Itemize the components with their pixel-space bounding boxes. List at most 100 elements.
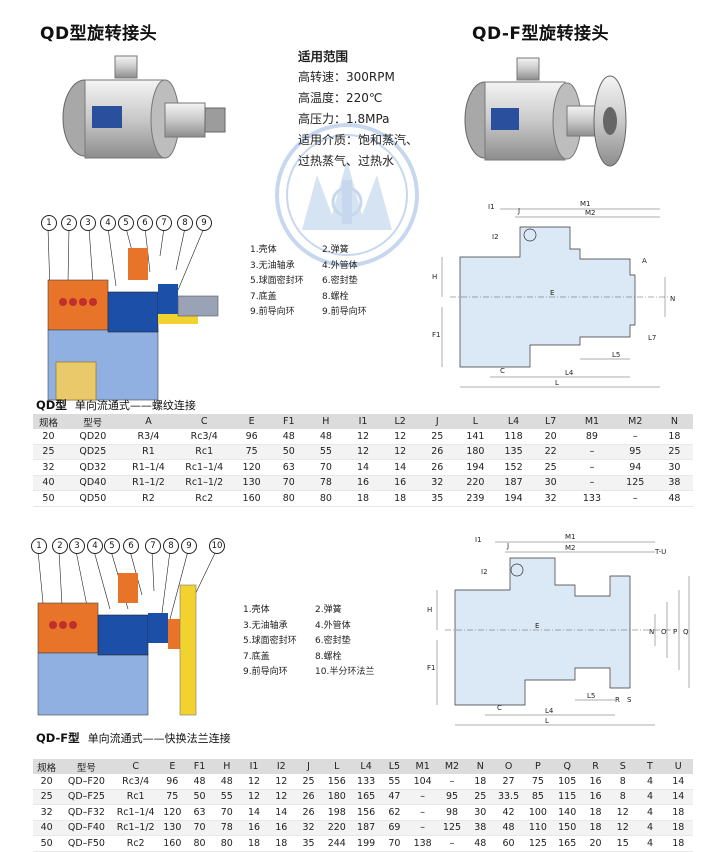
table-cell: 180 [322, 789, 352, 805]
table-cell: – [408, 789, 438, 805]
column-header: L [322, 759, 352, 774]
dim-i2: I2 [481, 568, 488, 576]
table-cell: 180 [455, 444, 495, 460]
qd-cutaway-drawing: 1 2 3 4 5 6 7 8 9 [38, 212, 228, 402]
table-cell: 25 [466, 789, 494, 805]
table-cell: 26 [294, 804, 323, 821]
table-cell: QD32 [63, 459, 122, 476]
table-cell: 120 [233, 459, 271, 476]
table-cell: 25 [33, 444, 64, 460]
table-cell: 133 [351, 774, 381, 790]
spec-heading: 适用范围 [298, 49, 349, 64]
legend-item: 8.螺栓 [315, 651, 342, 662]
legend-item: 1.壳体 [243, 605, 270, 615]
table-cell: 8 [609, 774, 637, 790]
table-cell: 70 [270, 475, 308, 491]
table-cell: 105 [552, 774, 582, 790]
table-cell: 33.5 [493, 789, 524, 805]
table-cell: 12 [344, 444, 382, 460]
table-cell: 125 [437, 820, 467, 836]
qd-cutaway-svg [47, 227, 219, 401]
dim-l5: L5 [587, 692, 595, 700]
table-cell: Rc1 [112, 789, 159, 805]
table-cell: QD25 [63, 444, 122, 460]
table-cell: 94 [614, 459, 656, 476]
table-cell: – [569, 444, 615, 460]
column-header: U [663, 759, 693, 774]
table-cell: 55 [380, 774, 408, 790]
table-cell: 20 [33, 429, 64, 445]
table-cell: 140 [552, 804, 582, 821]
legend-item: 9.前导向环 [250, 307, 295, 317]
legend-item: 7.底盖 [250, 291, 277, 302]
table-cell: 22 [532, 444, 570, 460]
table-cell: 220 [455, 475, 495, 491]
dim-i1: I1 [475, 536, 482, 544]
column-header: P [523, 759, 553, 774]
table-cell: R1–1/2 [121, 475, 176, 491]
qd-table-heading: QD型 单向流通式——螺纹连接 [36, 397, 196, 413]
qd-title: QD型旋转接头 [40, 24, 158, 44]
column-header: F1 [185, 759, 214, 774]
dim-t-u: T-U [654, 548, 666, 556]
table-cell: 48 [270, 429, 308, 445]
table-cell: 30 [655, 459, 693, 476]
column-header: A [121, 414, 176, 429]
table-cell: 35 [418, 490, 456, 507]
table-cell: – [408, 804, 438, 821]
dim-s: S [627, 696, 632, 704]
qdf-table-heading: QD-F型 单向流通式——快换法兰连接 [36, 730, 231, 746]
table-cell: 70 [185, 820, 214, 836]
table-cell: 115 [552, 789, 582, 805]
legend-item: 9.前导向环 [322, 307, 367, 317]
table-cell: 48 [493, 820, 524, 836]
table-cell: 18 [381, 490, 419, 507]
dim-l4: L4 [565, 369, 574, 377]
table-cell: 20 [532, 429, 570, 445]
callout-3: 3 [80, 215, 96, 231]
table-cell: 14 [344, 459, 382, 476]
table-cell: 4 [636, 804, 664, 821]
table-cell: – [614, 429, 656, 445]
table-cell: Rc1–1/4 [112, 804, 159, 821]
table-cell: 75 [523, 774, 553, 790]
table-cell: 78 [213, 820, 241, 836]
table-cell: 16 [240, 820, 268, 836]
dim-m2: M2 [565, 544, 576, 552]
column-header: 规格 [33, 414, 64, 429]
qdf-table-subtitle: 单向流通式——快换法兰连接 [87, 732, 231, 745]
table-cell: 26 [294, 789, 323, 805]
table-cell: QD–F32 [60, 804, 113, 821]
callout-2: 2 [52, 538, 68, 554]
table-cell: 14 [240, 804, 268, 821]
qd-table-title: QD型 [36, 398, 67, 412]
table-cell: – [614, 490, 656, 507]
column-header: T [636, 759, 664, 774]
table-cell: 32 [33, 804, 61, 821]
table-cell: – [408, 820, 438, 836]
qdf-cutaway-svg [37, 550, 217, 716]
table-cell: 12 [267, 774, 295, 790]
table-cell: – [437, 774, 467, 790]
table-cell: 18 [581, 804, 610, 821]
dim-i2: I2 [492, 233, 499, 241]
column-header: S [609, 759, 637, 774]
column-header: H [307, 414, 345, 429]
dim-l5: L5 [612, 351, 620, 359]
table-cell: 26 [418, 444, 456, 460]
dim-o: O [661, 628, 667, 636]
column-header: Q [552, 759, 582, 774]
table-cell: 187 [351, 820, 381, 836]
table-cell: 55 [307, 444, 345, 460]
legend-item: 7.底盖 [243, 651, 270, 662]
table-cell: 32 [418, 475, 456, 491]
table-cell: 14 [663, 774, 693, 790]
table-cell: 48 [655, 490, 693, 507]
spec-medium-1: 适用介质：饱和蒸汽、 [298, 133, 419, 147]
table-cell: 194 [455, 459, 495, 476]
table-cell: 38 [655, 475, 693, 491]
